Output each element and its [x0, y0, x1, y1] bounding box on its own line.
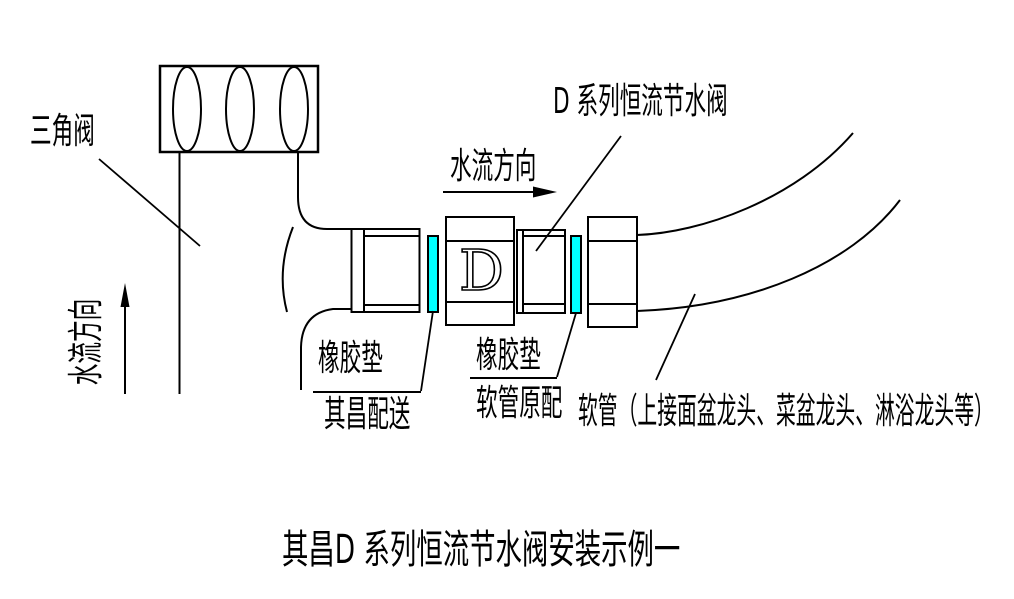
- valve-letter: D: [459, 239, 504, 304]
- flexible-hose: [636, 132, 901, 312]
- flow-direction-left-label: 水流方向: [66, 298, 107, 386]
- supply-pipe: [178, 152, 351, 394]
- gasket-left-sublabel: 其昌配送: [324, 394, 411, 435]
- hose-nut-fitting: [587, 216, 638, 328]
- d-valve-body: D: [445, 216, 515, 326]
- hose-leader-line: [655, 293, 696, 381]
- gasket-left-leader-line: [313, 310, 434, 393]
- gasket-right-label: 橡胶垫: [476, 335, 541, 376]
- gasket-right-leader-line: [470, 312, 577, 379]
- rubber-gasket-right: [570, 235, 582, 314]
- hose-label: 软管（上接面盆龙头、菜盆龙头、淋浴龙头等）: [578, 391, 994, 432]
- triangle-valve-body: [158, 64, 320, 154]
- triangle-valve-label: 三角阀: [30, 111, 95, 152]
- triangle-valve-leader-line: [98, 158, 201, 247]
- diagram-caption: 其昌D 系列恒流节水阀安装示例一: [282, 527, 681, 573]
- gasket-left-label: 橡胶垫: [318, 338, 383, 379]
- gasket-right-sublabel: 软管原配: [476, 383, 563, 424]
- d-series-valve-label: D 系列恒流节水阀: [553, 81, 728, 122]
- flow-arrow-up-icon: [120, 283, 130, 394]
- d-valve-leader-line: [535, 135, 622, 252]
- flow-direction-top-label: 水流方向: [450, 146, 537, 187]
- sleeve-fitting: [516, 229, 566, 314]
- rubber-gasket-left: [427, 235, 439, 313]
- flow-arrow-right-icon: [443, 186, 557, 198]
- left-fitting: [350, 228, 421, 313]
